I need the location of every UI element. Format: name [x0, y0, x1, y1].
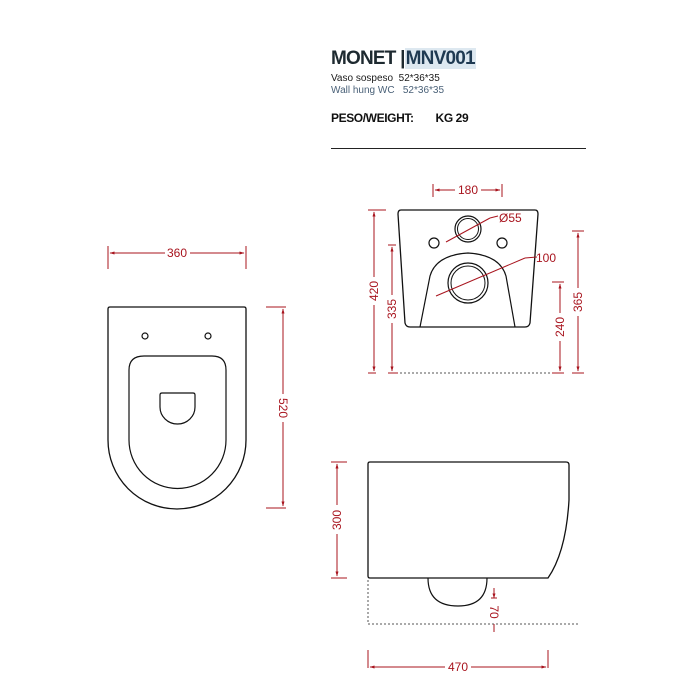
front-view-outlet-arch	[419, 252, 516, 328]
dimension-width-360: 360	[107, 246, 247, 269]
leader-outlet-diameter: 100	[435, 251, 556, 297]
leader-inlet-diameter: Ø55	[445, 211, 522, 243]
dimension-height-365: 365	[571, 230, 585, 374]
dim-label-outlet-diameter: 100	[536, 251, 556, 265]
dim-label-360: 360	[167, 246, 187, 260]
side-view-outlet-spigot	[427, 577, 488, 607]
front-view: Ø55 100 180 420	[367, 183, 585, 374]
top-view-seat-outline	[128, 355, 227, 490]
dim-label-335: 335	[385, 299, 399, 319]
top-view-body-outline	[107, 306, 247, 510]
weight-value: KG 29	[435, 111, 469, 125]
dimension-height-335: 335	[385, 244, 399, 374]
dimension-height-240: 240	[552, 281, 567, 374]
side-view-body-outline	[367, 461, 570, 579]
top-view-hinge-hole-left	[141, 332, 149, 340]
fixing-hole-left	[428, 237, 440, 249]
top-view: 360 520	[107, 246, 290, 510]
outlet-hole-outer	[447, 262, 489, 304]
dim-label-420: 420	[367, 281, 381, 301]
weight-row: PESO/WEIGHT: KG 29	[331, 111, 469, 125]
dim-label-70: 70	[487, 605, 501, 619]
dim-label-470: 470	[448, 660, 468, 674]
dim-label-240: 240	[553, 317, 567, 337]
inlet-hole-inner	[457, 218, 479, 240]
dim-label-inlet-diameter: Ø55	[499, 211, 522, 225]
side-view: 300 70 470	[330, 461, 580, 674]
description-italian: Vaso sospeso 52*36*35	[331, 73, 440, 84]
product-title: MONET |MNV001	[331, 48, 476, 70]
dim-label-520: 520	[276, 398, 290, 418]
weight-label: PESO/WEIGHT:	[331, 111, 414, 125]
model-code: MNV001	[404, 48, 476, 69]
dimension-outlet-offset-70: 70	[487, 588, 501, 632]
header-divider	[331, 148, 586, 149]
product-header: MONET |MNV001 Vaso sospeso 52*36*35 Wall…	[331, 48, 476, 97]
title-separator: |	[400, 48, 405, 69]
top-view-bowl-opening	[159, 392, 196, 425]
outlet-hole-inner	[450, 265, 486, 301]
dim-label-300: 300	[330, 510, 344, 530]
dimension-length-520: 520	[266, 306, 290, 509]
inlet-hole-outer	[454, 215, 482, 243]
dim-label-180: 180	[458, 183, 478, 197]
dimension-depth-470: 470	[367, 650, 549, 674]
dim-label-365: 365	[571, 292, 585, 312]
model-name: MONET	[331, 48, 396, 69]
dimension-hole-spacing-180: 180	[432, 183, 503, 197]
dimension-height-420: 420	[367, 209, 386, 374]
fixing-hole-right	[496, 237, 508, 249]
dimension-body-height-300: 300	[330, 461, 347, 579]
description-english: Wall hung WC 52*36*35	[331, 85, 445, 96]
top-view-hinge-hole-right	[204, 332, 212, 340]
front-view-body-outline	[397, 209, 539, 328]
